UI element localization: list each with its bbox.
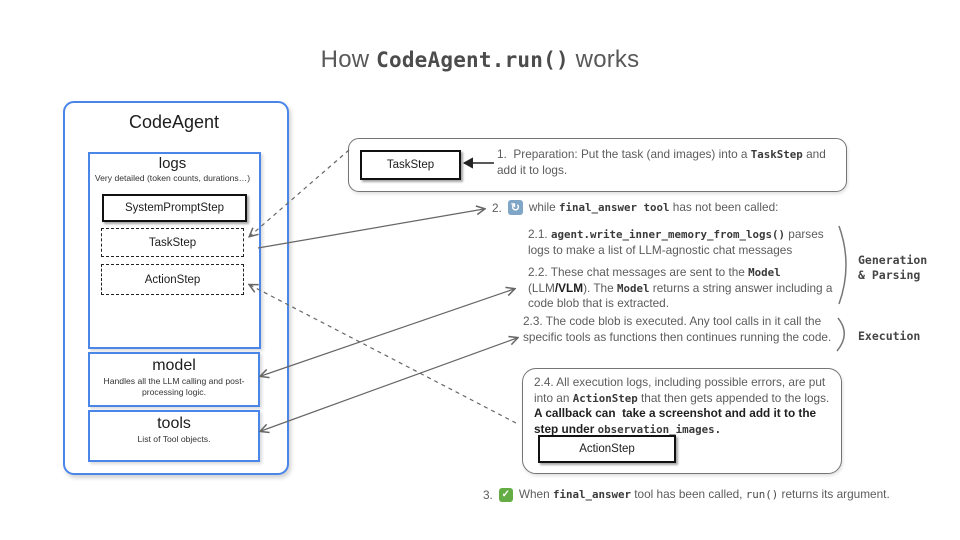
model-subtitle: Handles all the LLM calling and post-pro…	[103, 376, 245, 397]
step24-text: 2.4. All execution logs, including possi…	[534, 375, 833, 436]
arrow-dashed-step24-to-logs-actionstep	[250, 285, 517, 424]
step2-number: 2.	[492, 200, 502, 215]
actionstep-chip-flow: ActionStep	[538, 435, 676, 463]
model-title: model	[152, 357, 196, 374]
actionstep-flow-label: ActionStep	[579, 443, 635, 455]
generation-parsing-label: Generation & Parsing	[858, 253, 927, 283]
step2-text: while final_answer tool has not been cal…	[528, 200, 779, 214]
model-box: model Handles all the LLM calling and po…	[88, 352, 260, 407]
arrow-model-step22	[261, 289, 514, 376]
step2-line: 2. ↻ while final_answer tool has not bee…	[492, 200, 778, 216]
step3-line: 3. ✓ When final_answer tool has been cal…	[483, 487, 890, 503]
loop-glyph: ↻	[510, 202, 520, 215]
step23-text: 2.3. The code blob is executed. Any tool…	[523, 314, 832, 344]
execution-label: Execution	[858, 329, 921, 343]
check-glyph: ✓	[501, 489, 511, 501]
step22-text: 2.2. These chat messages are sent to the…	[528, 265, 836, 310]
arrow-tools-step23	[261, 338, 517, 431]
taskstep-flow-label: TaskStep	[386, 159, 435, 171]
step1-text: 1. Preparation: Put the task (and images…	[497, 147, 830, 177]
codeagent-panel-title: CodeAgent	[128, 112, 220, 132]
loop-icon: ↻	[507, 200, 523, 216]
actionstep-label: ActionStep	[144, 273, 201, 286]
generation-label-line2: & Parsing	[858, 268, 921, 282]
taskstep-label: TaskStep	[148, 236, 197, 249]
actionstep-chip-logs: ActionStep	[101, 264, 244, 295]
tools-title: tools	[157, 415, 191, 432]
logs-subtitle: Very detailed (token counts, durations…)	[94, 173, 251, 183]
check-icon: ✓	[498, 487, 513, 502]
step3-number: 3.	[483, 487, 493, 502]
title-code: CodeAgent.run()	[376, 48, 569, 72]
taskstep-chip-logs: TaskStep	[101, 228, 244, 257]
generation-label-line1: Generation	[858, 253, 928, 267]
step21-text: 2.1. agent.write_inner_memory_from_logs(…	[528, 227, 827, 257]
step3-text: When final_answer tool has been called, …	[518, 487, 890, 501]
systempromptstep-label: SystemPromptStep	[124, 202, 225, 214]
title-pre: How	[320, 46, 377, 73]
bracket-generation-parsing	[838, 225, 847, 305]
tools-box: tools List of Tool objects.	[88, 410, 260, 462]
systempromptstep-chip: SystemPromptStep	[102, 194, 247, 222]
tools-subtitle: List of Tool objects.	[137, 434, 211, 444]
logs-title: logs	[158, 155, 187, 172]
arrow-logs-to-step2	[257, 209, 484, 249]
taskstep-chip-flow: TaskStep	[360, 150, 461, 180]
page-title: How CodeAgent.run() works	[0, 46, 960, 74]
title-post: works	[568, 46, 640, 73]
